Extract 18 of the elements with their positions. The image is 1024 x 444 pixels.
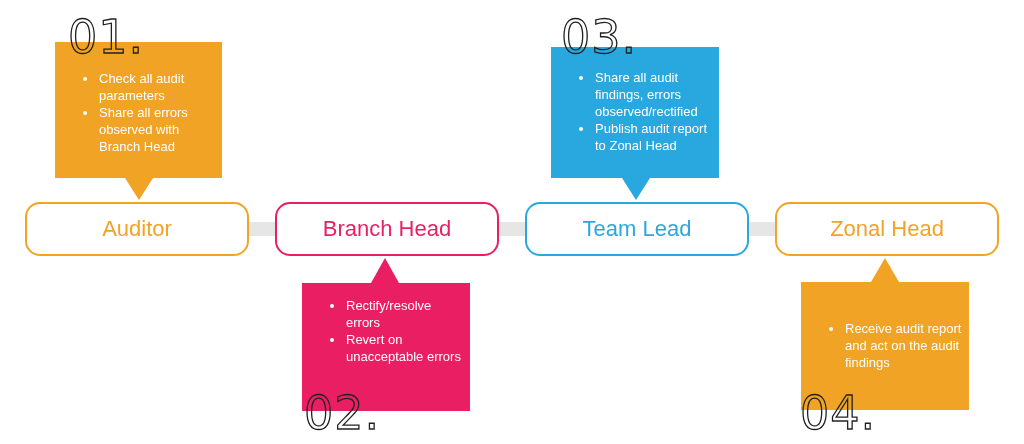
role-name: Auditor bbox=[102, 216, 172, 242]
bullet-text: Share all errors observed with Branch Head bbox=[99, 105, 188, 154]
role-box bbox=[25, 202, 249, 256]
role-name: Zonal Head bbox=[830, 216, 944, 242]
bullet-text: Receive audit report and act on the audit findings bbox=[845, 321, 962, 370]
bullet-text: Rectify/resolve errors bbox=[346, 298, 432, 330]
role-name: Team Lead bbox=[582, 216, 692, 242]
bullet-text: Revert on unacceptable errors bbox=[346, 332, 461, 364]
connector-bar bbox=[249, 222, 275, 236]
bullet-text: Check all audit parameters bbox=[99, 71, 185, 103]
role-box bbox=[525, 202, 749, 256]
role-name: Branch Head bbox=[322, 216, 452, 242]
bullet-text: Share all audit findings, errors observed/rectified bbox=[595, 70, 698, 119]
role-box bbox=[275, 202, 499, 256]
bullet-text: Publish audit report to Zonal Head bbox=[595, 121, 707, 153]
connector-bar bbox=[749, 222, 775, 236]
role-box bbox=[775, 202, 999, 256]
connector-bar bbox=[499, 222, 525, 236]
